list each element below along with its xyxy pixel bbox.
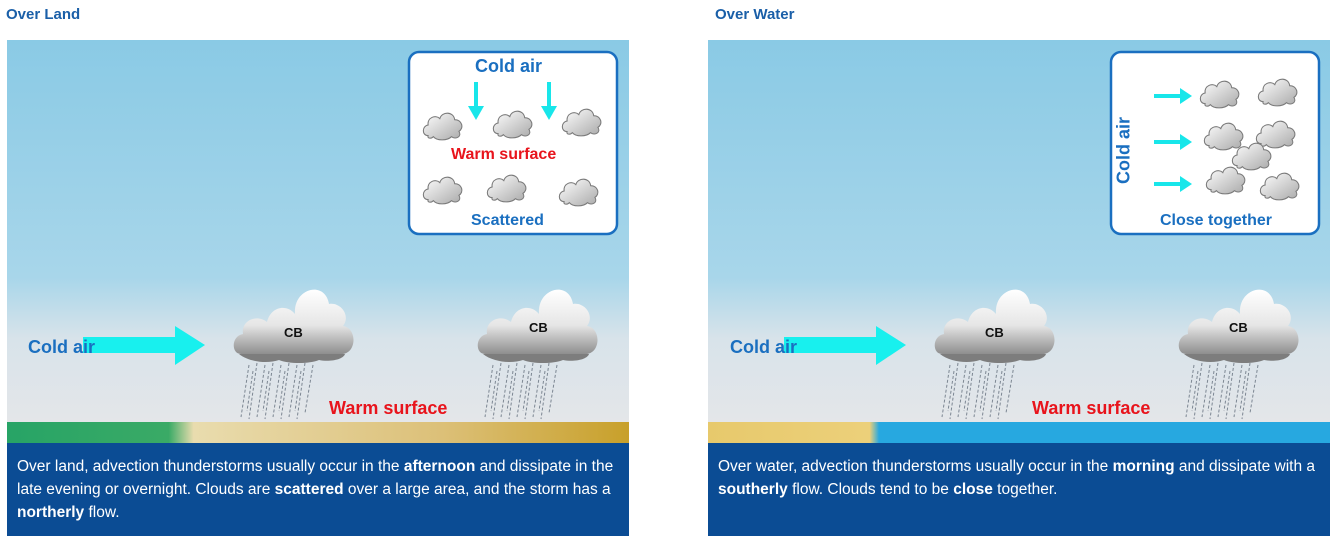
caption-run: and dissipate in the late evening or ove… [17, 458, 614, 498]
caption-run: flow. Clouds tend to be [787, 481, 954, 498]
water-panel-title: Over Water [715, 6, 795, 23]
water-cb-label: CB [1229, 320, 1248, 335]
caption-emphasis: close [953, 481, 993, 498]
water-inset-heading: Cold air [1113, 117, 1134, 185]
water-caption-text: Over water, advection thunderstorms usua… [718, 458, 1315, 498]
land-cb-label: CB [529, 320, 548, 335]
land-panel-title: Over Land [6, 6, 81, 23]
land-diagram [7, 40, 629, 443]
land-ground-strip [7, 422, 629, 443]
land-scene: Cold air Warm surface Scattered Cold air… [7, 40, 629, 443]
water-scene: Cold air Close together Cold air CB CB W… [708, 40, 1330, 443]
water-caption: Over water, advection thunderstorms usua… [708, 443, 1330, 536]
land-inset-arrows [468, 82, 557, 120]
caption-run: flow. [84, 504, 120, 521]
caption-emphasis: scattered [274, 481, 344, 498]
land-inset-heading: Cold air [475, 56, 543, 76]
caption-run: Over water, advection thunderstorms usua… [718, 458, 1113, 475]
land-caption: Over land, advection thunderstorms usual… [7, 443, 629, 536]
caption-run: and dissipate with a [1174, 458, 1316, 475]
water-cold-air-arrow [784, 326, 906, 365]
land-cold-air-arrow [83, 326, 205, 365]
land-cold-air-label: Cold air [28, 337, 96, 357]
water-surface-label: Warm surface [1032, 398, 1151, 418]
water-inset-pattern-label: Close together [1160, 212, 1273, 229]
water-ground-strip [708, 422, 1330, 443]
land-surface-label: Warm surface [329, 398, 448, 418]
land-inset-surface-label: Warm surface [451, 146, 557, 163]
caption-run: Over land, advection thunderstorms usual… [17, 458, 404, 475]
land-inset-pattern-label: Scattered [471, 212, 544, 229]
caption-emphasis: northerly [17, 504, 85, 521]
caption-emphasis: southerly [718, 481, 788, 498]
water-inset-arrows [1154, 88, 1192, 192]
water-diagram [708, 40, 1330, 443]
caption-run: together. [992, 481, 1058, 498]
water-cold-air-label: Cold air [730, 337, 798, 357]
caption-emphasis: morning [1112, 458, 1175, 475]
caption-run: over a large area, and the storm has a [343, 481, 611, 498]
land-inset-box [407, 50, 619, 236]
land-cb-label: CB [284, 325, 303, 340]
caption-emphasis: afternoon [403, 458, 476, 475]
land-caption-text: Over land, advection thunderstorms usual… [17, 458, 613, 521]
water-cb-label: CB [985, 325, 1004, 340]
